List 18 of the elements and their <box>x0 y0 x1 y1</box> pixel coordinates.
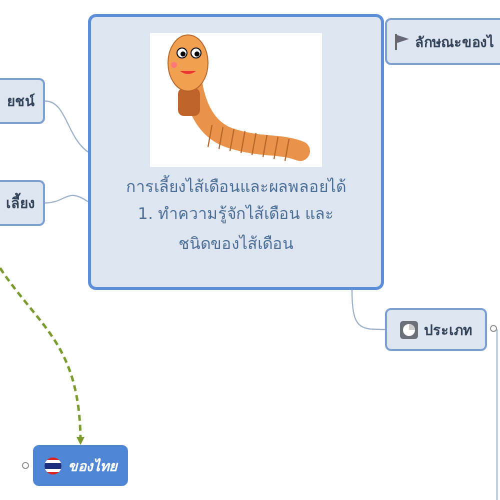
topic-label: ยชน์ <box>7 92 35 112</box>
topic-label: ประเภท <box>424 322 472 340</box>
topic-box <box>385 18 500 65</box>
connector-line <box>44 100 88 152</box>
topic-box <box>385 308 487 351</box>
topic-label: เลี้ยง <box>6 192 35 214</box>
topic-title: การเลี้ยงไส้เดือนและผลพลอยได้ <box>126 175 346 198</box>
arrow <box>0 267 84 445</box>
connector-line <box>44 194 88 204</box>
topic-box <box>0 180 45 226</box>
topic-label: ของไทย <box>68 457 117 476</box>
topic-label: ลักษณะของไ <box>415 33 494 52</box>
central-topic <box>88 14 384 290</box>
topic-box <box>0 78 45 124</box>
connector-line <box>351 290 385 330</box>
connector-line <box>496 328 498 500</box>
topic-box <box>33 445 128 486</box>
topic-text: 1. ทำความรู้จักไส้เดือน และชนิดของไส้เดือน <box>136 203 336 256</box>
